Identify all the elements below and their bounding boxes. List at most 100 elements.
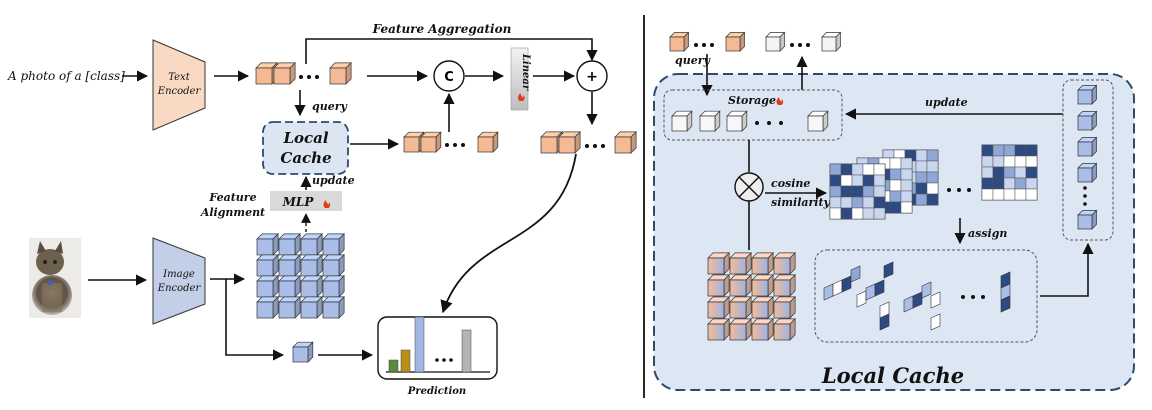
updated-dots bbox=[790, 43, 810, 47]
feature-grid-cube bbox=[707, 274, 730, 297]
feature-grid-cube bbox=[729, 318, 752, 341]
heatmap-cell bbox=[873, 163, 886, 176]
heatmap-cell bbox=[840, 185, 853, 198]
heatmap-cell bbox=[926, 171, 939, 184]
storage-cubes bbox=[671, 110, 829, 132]
retrieved-feature-cube bbox=[420, 131, 442, 153]
prototype-cube bbox=[1077, 209, 1098, 230]
text-feature-cube bbox=[273, 62, 296, 85]
heatmap-cell bbox=[840, 207, 853, 220]
heatmap-cell bbox=[915, 193, 928, 206]
arrow-assignment-to-column bbox=[1040, 242, 1094, 297]
feature-grid-cube bbox=[751, 296, 774, 319]
retrieved-feature-cube bbox=[477, 131, 499, 153]
local-cache-title: Local Cache bbox=[821, 363, 964, 388]
feature-grid-cube bbox=[707, 296, 730, 319]
plus-symbol: + bbox=[586, 69, 598, 85]
prediction-bars bbox=[388, 316, 472, 373]
prototype-column-box bbox=[1062, 79, 1114, 241]
heatmap-cell bbox=[889, 157, 902, 170]
heatmap-cell bbox=[900, 201, 913, 214]
heatmap-cell bbox=[1025, 155, 1038, 168]
heatmap-cell bbox=[992, 155, 1005, 168]
output-feature-cubes bbox=[540, 131, 637, 154]
retrieved-feature-cubes bbox=[403, 131, 499, 153]
heatmap-cell bbox=[981, 177, 994, 190]
heatmap-cell bbox=[926, 193, 939, 206]
image-encoder-block bbox=[152, 237, 206, 325]
heatmap-cell bbox=[862, 185, 875, 198]
assign-label: assign bbox=[968, 227, 1007, 240]
heatmap-cell bbox=[829, 163, 842, 176]
heatmap-cell bbox=[873, 207, 886, 220]
heatmap-cell bbox=[1014, 155, 1027, 168]
image-feature-cube bbox=[256, 254, 279, 277]
update-label-left: update bbox=[312, 174, 355, 187]
heatmap-cell bbox=[862, 163, 875, 176]
heatmap-cell bbox=[981, 166, 994, 179]
heatmap-cell bbox=[1003, 166, 1016, 179]
heatmap-cell bbox=[992, 188, 1005, 201]
text-encoder-label-2: Encoder bbox=[157, 86, 202, 97]
image-feature-cube bbox=[256, 275, 279, 298]
input-text: A photo of a [class] bbox=[7, 69, 125, 83]
heatmap-cell bbox=[981, 188, 994, 201]
feature-grid-cube bbox=[773, 252, 796, 275]
feature-aggregation-path bbox=[305, 38, 598, 64]
heatmap-cell bbox=[900, 190, 913, 203]
storage-box bbox=[663, 89, 843, 141]
query-cubes bbox=[669, 31, 746, 52]
prediction-bar bbox=[414, 316, 425, 373]
storage-dots bbox=[755, 121, 783, 125]
heatmap-cell bbox=[1014, 188, 1027, 201]
heatmap-cell bbox=[926, 160, 939, 173]
heatmap-cell bbox=[840, 196, 853, 209]
heatmap-cell bbox=[873, 174, 886, 187]
feature-grid-cube bbox=[729, 274, 752, 297]
query-dots bbox=[694, 43, 714, 47]
heatmap-cell bbox=[862, 207, 875, 220]
assignment-box bbox=[814, 249, 1038, 343]
image-feature-cube bbox=[300, 254, 323, 277]
heatmap-cell bbox=[889, 168, 902, 181]
linear-label: Linear bbox=[520, 53, 531, 91]
heatmap-cell bbox=[889, 179, 902, 192]
prototype-vertical-dots bbox=[1083, 186, 1087, 206]
cat-image bbox=[29, 238, 81, 318]
image-feature-grid bbox=[256, 233, 345, 319]
heatmap-cell bbox=[992, 177, 1005, 190]
local-cache-label-1: Local bbox=[282, 129, 328, 147]
assignment-strips bbox=[823, 261, 1011, 331]
global-image-feature-cube bbox=[292, 341, 314, 363]
storage-label: Storage bbox=[728, 94, 776, 107]
heatmap-cell bbox=[992, 166, 1005, 179]
feature-alignment-label-1: Feature bbox=[208, 191, 256, 204]
image-feature-cube bbox=[322, 296, 345, 319]
heatmap-cell bbox=[889, 201, 902, 214]
local-cache-panel bbox=[653, 73, 1135, 391]
image-feature-cube bbox=[278, 254, 301, 277]
heatmap-cell bbox=[1003, 155, 1016, 168]
feature-grid-cube bbox=[751, 252, 774, 275]
assignment-strip bbox=[1000, 271, 1011, 313]
feature-aggregation-label: Feature Aggregation bbox=[372, 22, 512, 36]
feature-alignment-label-2: Alignment bbox=[200, 206, 265, 219]
heatmap-cell bbox=[992, 144, 1005, 157]
similarity-heatmaps bbox=[829, 144, 1038, 220]
heatmap-cell bbox=[873, 185, 886, 198]
cosine-label: cosine bbox=[771, 177, 810, 190]
image-feature-cube bbox=[300, 275, 323, 298]
feature-grid-cube bbox=[729, 252, 752, 275]
local-cache-label-2: Cache bbox=[280, 149, 331, 167]
text-encoder-block bbox=[152, 39, 206, 131]
image-feature-path bbox=[225, 279, 285, 361]
heatmap bbox=[981, 144, 1038, 201]
linear-block bbox=[510, 47, 529, 111]
prototype-cube bbox=[1077, 136, 1098, 157]
heatmap-cell bbox=[889, 190, 902, 203]
updated-cube bbox=[821, 31, 842, 52]
heatmap-cell bbox=[1025, 144, 1038, 157]
heatmap-dots bbox=[947, 188, 971, 192]
cosine-node bbox=[734, 172, 764, 202]
local-cache-box bbox=[262, 121, 349, 175]
